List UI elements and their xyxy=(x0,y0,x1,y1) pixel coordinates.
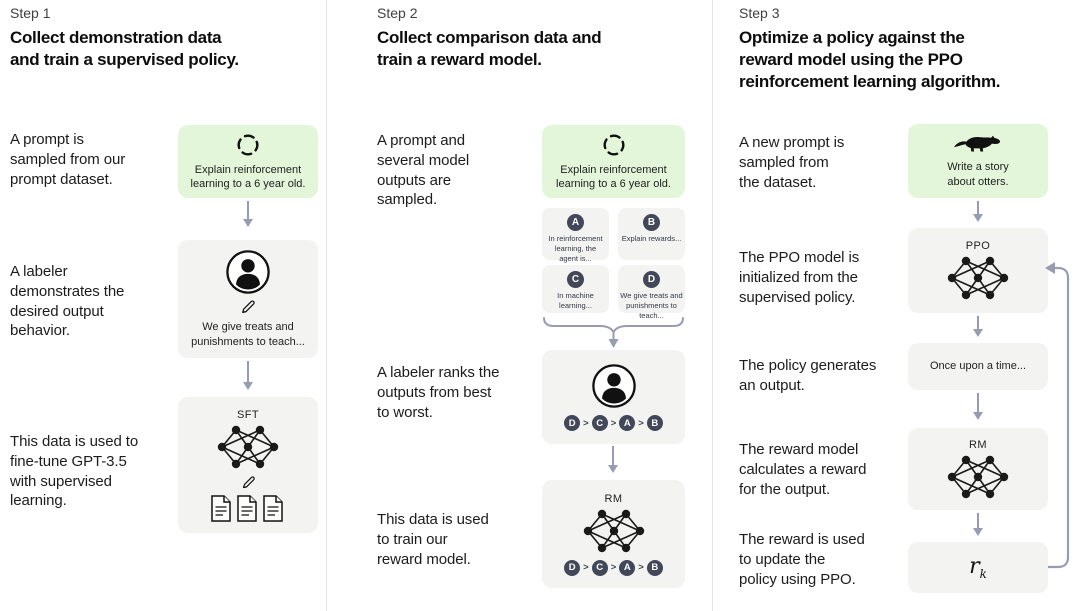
pencil-icon xyxy=(241,475,256,490)
step2-label: Step 2 xyxy=(377,5,418,21)
step3-rm-box: RM xyxy=(908,428,1048,510)
step3-caption-update: The reward is used to update the policy … xyxy=(739,531,865,588)
rank-badge: B xyxy=(646,559,663,576)
output-box-b: B Explain rewards... xyxy=(618,208,685,260)
step3-output-text: Once upon a time... xyxy=(930,360,1026,373)
step3-label: Step 3 xyxy=(739,5,780,21)
rank-separator: > xyxy=(610,562,617,573)
labeler-icon xyxy=(225,249,271,295)
output-text-b: Explain rewards... xyxy=(621,234,682,243)
step1-caption-labeler: A labeler demonstrates the desired outpu… xyxy=(10,263,125,340)
step3-caption-init: The PPO model is initialized from the su… xyxy=(739,249,860,306)
documents-icon xyxy=(211,494,285,522)
rank-separator: > xyxy=(583,562,589,573)
network-icon xyxy=(946,454,1010,500)
ranking-row: D > C > A > B xyxy=(564,559,663,576)
down-arrow xyxy=(977,201,979,219)
rank-separator: > xyxy=(610,417,617,429)
step2-ranking-box: D > C > A > B xyxy=(542,350,685,444)
step2-prompt-text: Explain reinforcement learning to a 6 ye… xyxy=(556,163,671,190)
step3-title: Optimize a policy against the reward mod… xyxy=(739,28,1001,91)
step1-prompt-text: Explain reinforcement learning to a 6 ye… xyxy=(190,163,306,190)
output-text-d: We give treats and punishments to teach.… xyxy=(620,291,683,320)
ppo-label: PPO xyxy=(965,240,991,252)
output-box-a: A In reinforcement learning, the agent i… xyxy=(542,208,609,263)
step1-caption-finetune: This data is used to fine-tune GPT-3.5 w… xyxy=(10,433,139,510)
network-icon xyxy=(946,255,1010,301)
rank-badge: C xyxy=(591,559,608,576)
step3-prompt-text: Write a story about otters. xyxy=(947,161,1009,188)
step3-ppo-box: PPO xyxy=(908,228,1048,313)
cycle-icon xyxy=(601,132,627,158)
rank-badge: C xyxy=(591,415,608,431)
rm-label: RM xyxy=(604,492,623,505)
down-arrow xyxy=(612,446,614,470)
step3-prompt-box: Write a story about otters. xyxy=(908,124,1048,198)
step1-title: Collect demonstration data and train a s… xyxy=(10,28,239,69)
rank-badge: B xyxy=(646,415,663,431)
step2-caption-ranks: A labeler ranks the outputs from best to… xyxy=(377,364,500,421)
output-text-a: In reinforcement learning, the agent is.… xyxy=(548,234,603,263)
step3-caption-calculates: The reward model calculates a reward for… xyxy=(739,441,867,498)
rank-badge: A xyxy=(619,559,636,576)
down-arrow xyxy=(977,393,979,417)
output-text-c: In machine learning... xyxy=(557,291,594,310)
down-arrow xyxy=(977,513,979,533)
cycle-icon xyxy=(235,132,261,158)
column-divider-1 xyxy=(326,0,327,611)
rank-badge: A xyxy=(619,415,636,431)
down-arrow xyxy=(977,316,979,334)
brace-connector xyxy=(542,317,685,349)
step3-output-box: Once upon a time... xyxy=(908,343,1048,390)
rank-badge: D xyxy=(564,415,581,431)
column-divider-2 xyxy=(712,0,713,611)
reward-value: rk xyxy=(969,554,987,581)
otter-icon xyxy=(953,133,1003,155)
step1-prompt-box: Explain reinforcement learning to a 6 ye… xyxy=(178,125,318,198)
output-badge-a: A xyxy=(567,214,584,231)
output-badge-c: C xyxy=(567,271,584,288)
ranking-row: D > C > A > B xyxy=(564,415,663,431)
pencil-icon xyxy=(240,299,256,315)
down-arrow xyxy=(247,361,249,387)
down-arrow xyxy=(247,201,249,224)
step1-label: Step 1 xyxy=(10,5,51,21)
sft-label: SFT xyxy=(237,408,259,421)
rank-separator: > xyxy=(583,417,589,429)
step3-reward-box: rk xyxy=(908,542,1048,593)
loop-arrow xyxy=(1040,255,1080,575)
rank-badge: D xyxy=(564,559,581,576)
step2-caption-train-rm: This data is used to train our reward mo… xyxy=(377,511,489,568)
step1-sft-box: SFT xyxy=(178,397,318,533)
output-badge-b: B xyxy=(643,214,660,231)
step1-caption-prompt: A prompt is sampled from our prompt data… xyxy=(10,131,126,188)
step2-rm-box: RM D > C > A > B xyxy=(542,480,685,588)
step3-caption-new-prompt: A new prompt is sampled from the dataset… xyxy=(739,134,845,191)
step1-demonstration-text: We give treats and punishments to teach.… xyxy=(191,321,305,348)
step3-caption-generates: The policy generates an output. xyxy=(739,357,877,394)
step1-labeler-box: We give treats and punishments to teach.… xyxy=(178,240,318,358)
output-box-c: C In machine learning... xyxy=(542,265,609,313)
step2-title: Collect comparison data and train a rewa… xyxy=(377,28,602,69)
rank-separator: > xyxy=(638,562,644,573)
labeler-icon xyxy=(591,363,637,409)
network-icon xyxy=(216,424,280,470)
reward-symbol: r xyxy=(969,554,980,579)
output-badge-d: D xyxy=(643,271,660,288)
step2-caption-sampled: A prompt and several model outputs are s… xyxy=(377,132,470,209)
reward-subscript: k xyxy=(979,567,987,581)
rank-separator: > xyxy=(638,417,644,429)
rm-label: RM xyxy=(969,438,987,451)
network-icon xyxy=(582,508,646,554)
output-box-d: D We give treats and punishments to teac… xyxy=(618,265,685,320)
step2-prompt-box: Explain reinforcement learning to a 6 ye… xyxy=(542,125,685,198)
